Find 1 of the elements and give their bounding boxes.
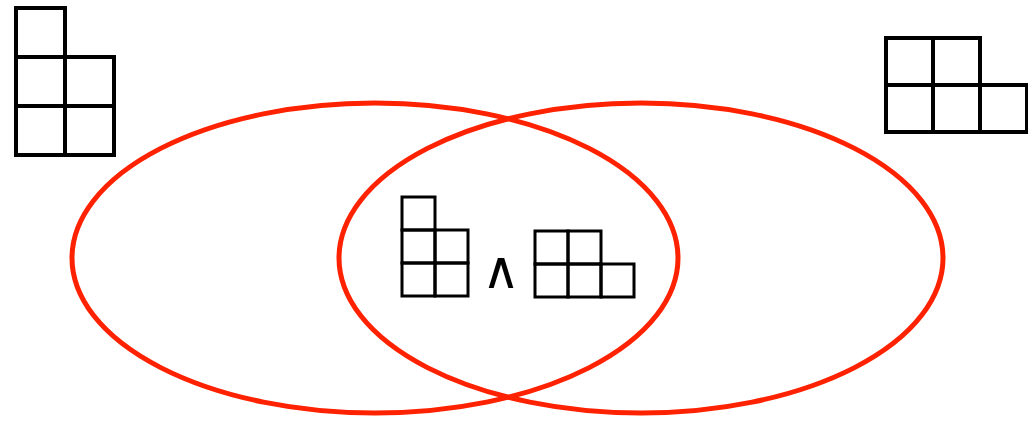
operator-symbol: ∧ bbox=[482, 240, 521, 300]
